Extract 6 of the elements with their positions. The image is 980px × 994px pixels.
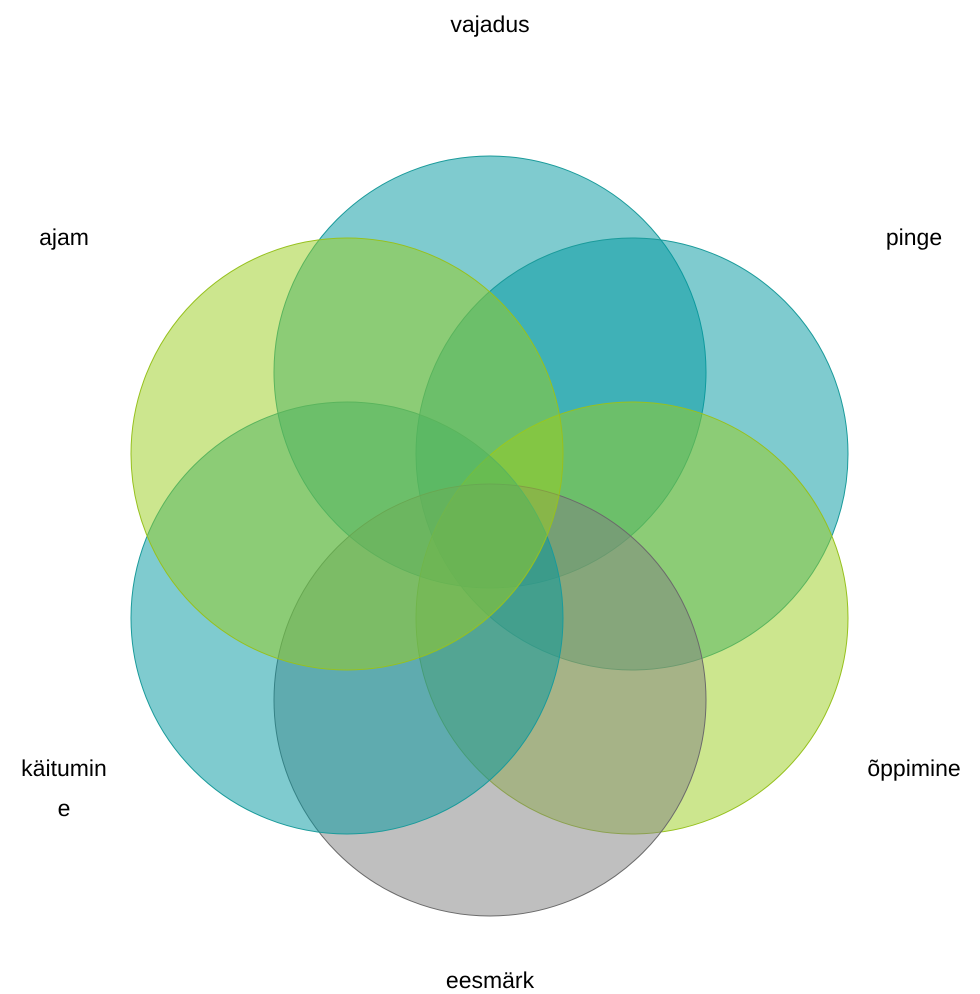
circle-label: vajadus bbox=[450, 10, 530, 39]
circle-label: pinge bbox=[886, 223, 942, 252]
circle-label: käitumine bbox=[20, 754, 108, 823]
circle-label: ajam bbox=[39, 223, 89, 252]
circle-label: õppimine bbox=[867, 754, 961, 783]
circle-label: eesmärk bbox=[446, 966, 534, 994]
